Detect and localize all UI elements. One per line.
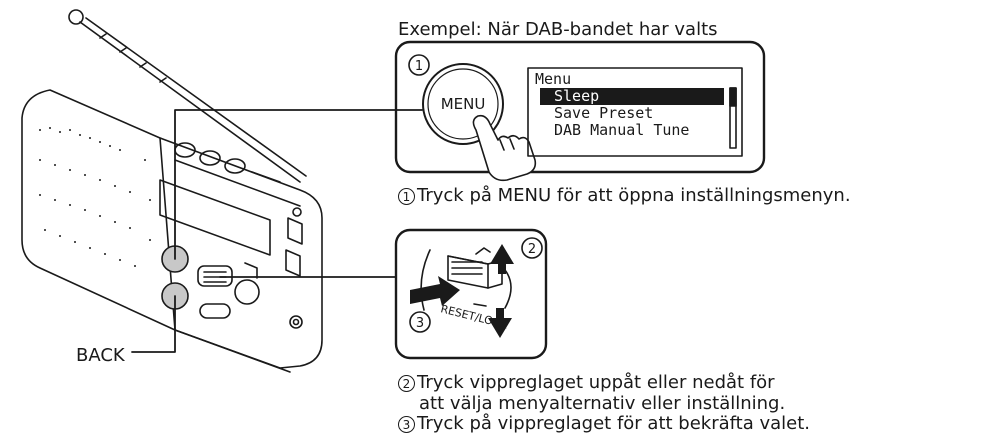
display-frame xyxy=(527,67,743,157)
step-2-caption-line2: att välja menyalternativ eller inställni… xyxy=(419,393,786,414)
step-2-marker: 2 xyxy=(521,237,543,259)
back-label: BACK xyxy=(76,345,125,366)
step-3-caption-marker: 3 xyxy=(398,415,415,433)
step-3-caption-text: Tryck på vippreglaget för att bekräfta v… xyxy=(417,413,811,434)
step-2-caption-text: Tryck vippreglaget uppåt eller nedåt för xyxy=(417,372,775,393)
display-item: DAB Manual Tune xyxy=(554,121,690,139)
antenna xyxy=(68,9,307,183)
arrow-press-icon xyxy=(410,276,460,306)
step-2-number: 2 xyxy=(528,242,536,257)
step-3-number: 3 xyxy=(416,316,424,331)
speaker-grille xyxy=(39,127,151,267)
pointing-hand-icon xyxy=(472,114,537,182)
step-3-marker: 3 xyxy=(409,311,431,333)
step-1-number: 1 xyxy=(415,59,423,74)
step-1-marker: 1 xyxy=(408,54,430,76)
example-title: Exempel: När DAB-bandet har valts xyxy=(398,19,718,40)
display-header: Menu xyxy=(535,70,572,88)
leader-lines xyxy=(131,109,423,353)
callout-frame-switch xyxy=(394,228,548,360)
display-screen: Menu Sleep Save Preset DAB Manual Tune xyxy=(532,71,738,153)
step-1-caption-marker: 1 xyxy=(398,187,415,205)
callout-frame-menu xyxy=(394,40,766,174)
arrow-down-icon xyxy=(488,308,512,338)
switch-label: RESET/LOCK xyxy=(439,302,509,331)
step-2-caption-marker: 2 xyxy=(398,374,415,392)
display-item-selected: Sleep xyxy=(540,88,724,105)
radio-body xyxy=(21,89,323,373)
menu-button-label: MENU xyxy=(441,95,486,113)
arrow-up-icon xyxy=(490,244,514,274)
display-item: Save Preset xyxy=(554,104,654,122)
menu-button-circle xyxy=(422,63,504,145)
jog-switch[interactable] xyxy=(197,265,233,287)
step-1-caption-text: Tryck på MENU för att öppna inställnings… xyxy=(417,185,851,206)
